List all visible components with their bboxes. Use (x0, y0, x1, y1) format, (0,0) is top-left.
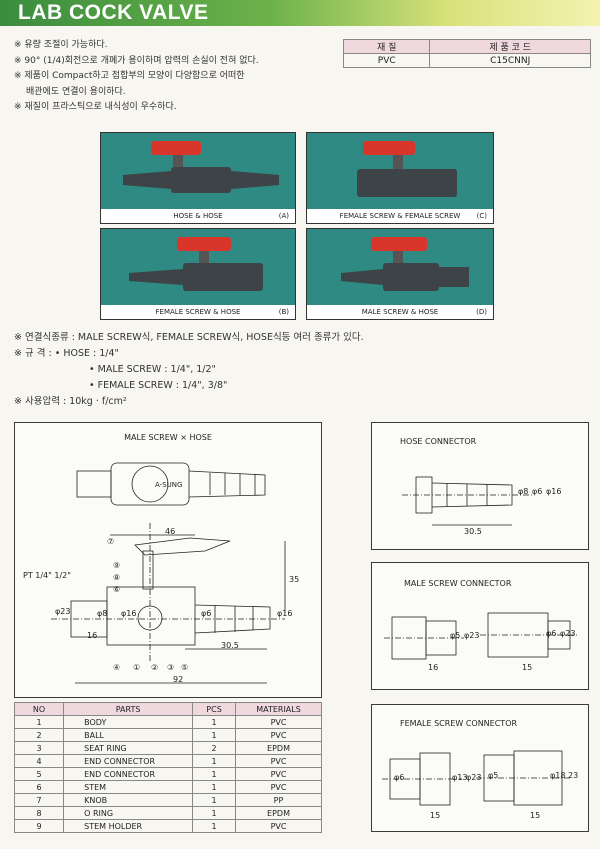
dim-label: 16 (428, 663, 439, 672)
callout: ⑤ (181, 663, 189, 672)
callout: ⑦ (107, 537, 115, 546)
dim-label: φ18 (550, 771, 566, 780)
table-header: PARTS (63, 702, 194, 716)
photo-female-female: FEMALE SCREW & FEMALE SCREW (C) (306, 132, 494, 224)
note-line: ※ 제품이 Compact하고 접합부의 모양이 다양함으로 어떠한 (14, 71, 245, 81)
product-code-table: 재 질 제 품 코 드 PVC C15CNNJ (342, 39, 591, 68)
drawing-title: MALE SCREW CONNECTOR (404, 579, 512, 588)
dim-label: 92 (173, 675, 184, 684)
dim-label: φ23 (560, 629, 576, 638)
note-line: 배관에도 연결이 용이하다. (26, 86, 126, 97)
photo-caption: FEMALE SCREW & HOSE (B) (101, 305, 295, 319)
title-bar: LAB COCK VALVE (0, 0, 600, 26)
photo-hose-hose: HOSE & HOSE (A) (100, 132, 296, 224)
note-line: ※ 재질이 프라스틱으로 내식성이 우수하다. (14, 102, 177, 112)
drawing-title: MALE SCREW × HOSE (124, 433, 212, 442)
dim-label: 16 (87, 631, 98, 640)
dim-label: φ13 (452, 773, 468, 782)
callout: ③ (167, 663, 175, 672)
callout: ⑧ (113, 573, 121, 582)
table-header: MATERIALS (235, 702, 322, 716)
hose-connector-panel: HOSE CONNECTOR 30.5 φ8 φ6 φ16 (371, 422, 589, 550)
female-connector-drawing (382, 750, 572, 806)
dim-label: 15 (522, 663, 533, 672)
dim-label: φ16 (277, 609, 293, 618)
photo-caption: MALE SCREW & HOSE (D) (307, 305, 493, 319)
callout: ④ (113, 663, 121, 672)
callout: ⑨ (113, 561, 121, 570)
table-header: PCS (192, 702, 237, 716)
feature-notes: ※ 유량 조절이 가능하다. ※ 90° (1/4)회전으로 개폐가 용이하며 … (14, 38, 334, 116)
male-connector-drawing (384, 612, 578, 660)
dim-label: φ23 (464, 631, 480, 640)
photo-male-hose: MALE SCREW & HOSE (D) (306, 228, 494, 320)
dim-label: 30.5 (221, 641, 239, 650)
spec-line: • MALE SCREW : 1/4", 1/2" (89, 364, 216, 375)
dim-label: 35 (289, 575, 300, 584)
dim-label: φ6 (394, 773, 405, 782)
dim-label: 15 (530, 811, 541, 820)
dim-label: φ23 (55, 607, 71, 616)
photo-caption: HOSE & HOSE (A) (101, 209, 295, 223)
drawing-title: FEMALE SCREW CONNECTOR (400, 719, 518, 728)
dim-label: φ16 (121, 609, 137, 618)
dim-label: φ8 (518, 487, 529, 496)
page-title: LAB COCK VALVE (18, 1, 209, 24)
main-drawing-panel: MALE SCREW × HOSE A-SUNG 46 35 30.5 92 1… (14, 422, 322, 698)
dim-label: 46 (165, 527, 176, 536)
female-screw-connector-panel: FEMALE SCREW CONNECTOR φ6 φ13 φ23 15 φ5 … (371, 704, 589, 832)
valve-drawing: A-SUNG (51, 462, 286, 684)
valve-photo-icon (341, 237, 469, 291)
table-header: NO (13, 702, 65, 716)
note-line: ※ 유량 조절이 가능하다. (14, 40, 108, 50)
spec-line: ※ 규 격 : • HOSE : 1/4" (14, 348, 119, 359)
dim-label: φ6 (546, 629, 557, 638)
table-cell: C15CNNJ (429, 53, 591, 68)
thread-label: PT 1/4" 1/2" (23, 571, 71, 580)
dim-label: 15 (430, 811, 441, 820)
photo-caption: FEMALE SCREW & FEMALE SCREW (C) (307, 209, 493, 223)
callout: ① (133, 663, 141, 672)
valve-photo-icon (357, 141, 457, 197)
dim-label: φ8 (97, 609, 108, 618)
dim-label: φ5 (450, 631, 461, 640)
dim-label: φ16 (546, 487, 562, 496)
spec-line: • FEMALE SCREW : 1/4", 3/8" (89, 380, 228, 391)
table-header: 제 품 코 드 (429, 39, 591, 54)
table-cell: PVC (342, 53, 431, 68)
callout: ② (151, 663, 159, 672)
table-header: 재 질 (342, 39, 431, 54)
brand-label: A-SUNG (155, 481, 182, 489)
spec-line: ※ 사용압력 : 10kg · f/cm² (14, 396, 127, 407)
dim-label: φ6 (532, 487, 543, 496)
dim-label: φ23 (466, 773, 482, 782)
dim-label: φ6 (201, 609, 212, 618)
photo-female-hose: FEMALE SCREW & HOSE (B) (100, 228, 296, 320)
male-screw-connector-panel: MALE SCREW CONNECTOR φ5 φ23 16 φ6 φ23 15 (371, 562, 589, 690)
valve-photo-icon (129, 237, 263, 291)
dim-label: 23 (568, 771, 579, 780)
note-line: ※ 90° (1/4)회전으로 개폐가 용이하며 압력의 손실이 전혀 없다. (14, 55, 259, 66)
drawing-title: HOSE CONNECTOR (400, 437, 477, 446)
spec-list: ※ 연결식종류 : MALE SCREW식, FEMALE SCREW식, HO… (14, 330, 364, 410)
spec-line: ※ 연결식종류 : MALE SCREW식, FEMALE SCREW식, HO… (14, 332, 364, 343)
hose-connector-drawing (402, 476, 532, 526)
dim-label: φ5 (488, 771, 499, 780)
dim-label: 30.5 (464, 527, 482, 536)
valve-photo-icon (123, 141, 279, 193)
callout: ⑥ (113, 585, 121, 594)
